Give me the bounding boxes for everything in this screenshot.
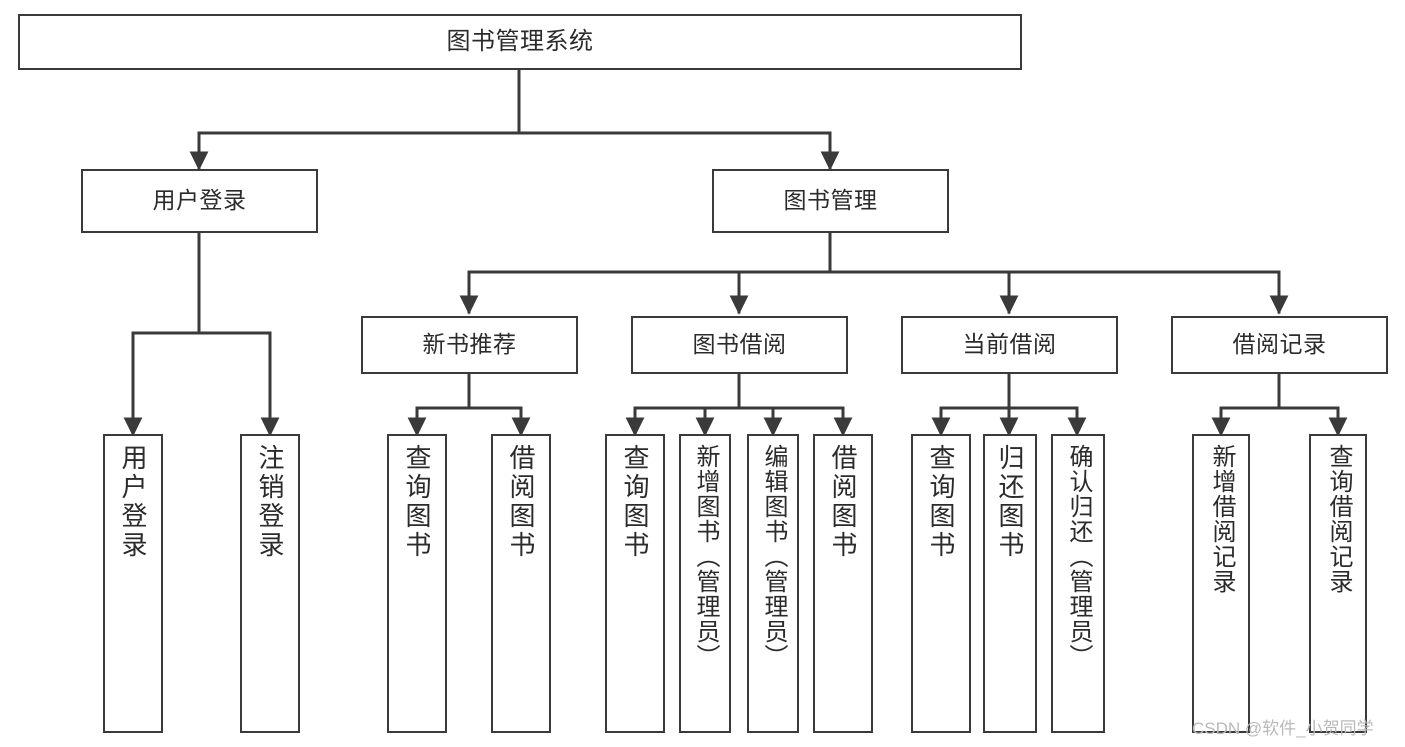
node-leaf-borrow-book-1[interactable]: 借阅图书 [491, 434, 551, 733]
node-new-book-recommend[interactable]: 新书推荐 [361, 316, 578, 374]
node-leaf-add-borrow-record[interactable]: 新增借阅记录 [1192, 434, 1250, 733]
node-borrow-record-label: 借阅记录 [1232, 331, 1327, 358]
node-leaf-confirm-return-admin[interactable]: 确认归还（管理员） [1051, 434, 1105, 733]
node-leaf-return-book-label: 归还图书 [995, 444, 1025, 560]
node-leaf-confirm-return-admin-label: 确认归还（管理员） [1065, 444, 1092, 669]
node-user-login-label: 用户登录 [152, 187, 247, 214]
node-leaf-query-book-2-label: 查询图书 [620, 444, 650, 560]
node-leaf-add-book-admin-label: 新增图书（管理员） [692, 444, 719, 669]
node-leaf-user-login[interactable]: 用户登录 [103, 434, 163, 733]
node-current-borrow-label: 当前借阅 [962, 331, 1057, 358]
node-leaf-query-borrow-record-label: 查询借阅记录 [1325, 444, 1352, 594]
node-root[interactable]: 图书管理系统 [18, 14, 1022, 70]
node-leaf-query-book-3[interactable]: 查询图书 [911, 434, 971, 733]
node-leaf-query-borrow-record[interactable]: 查询借阅记录 [1309, 434, 1367, 733]
node-leaf-query-book-1[interactable]: 查询图书 [387, 434, 447, 733]
node-new-book-recommend-label: 新书推荐 [422, 331, 517, 358]
node-book-borrow[interactable]: 图书借阅 [631, 316, 848, 374]
node-leaf-edit-book-admin-label: 编辑图书（管理员） [760, 444, 787, 669]
node-root-label: 图书管理系统 [446, 27, 594, 55]
node-leaf-return-book[interactable]: 归还图书 [983, 434, 1037, 733]
node-current-borrow[interactable]: 当前借阅 [901, 316, 1118, 374]
node-leaf-add-book-admin[interactable]: 新增图书（管理员） [679, 434, 731, 733]
node-leaf-logout-login-label: 注销登录 [255, 444, 285, 560]
node-book-borrow-label: 图书借阅 [692, 331, 787, 358]
node-leaf-borrow-book-2-label: 借阅图书 [828, 444, 858, 560]
node-leaf-borrow-book-2[interactable]: 借阅图书 [813, 434, 873, 733]
node-leaf-add-borrow-record-label: 新增借阅记录 [1208, 444, 1235, 594]
node-leaf-query-book-2[interactable]: 查询图书 [605, 434, 665, 733]
node-book-management-label: 图书管理 [783, 187, 878, 214]
node-user-login[interactable]: 用户登录 [81, 169, 318, 233]
node-leaf-query-book-3-label: 查询图书 [926, 444, 956, 560]
node-leaf-query-book-1-label: 查询图书 [402, 444, 432, 560]
node-leaf-edit-book-admin[interactable]: 编辑图书（管理员） [747, 434, 799, 733]
node-leaf-borrow-book-1-label: 借阅图书 [506, 444, 536, 560]
node-leaf-user-login-label: 用户登录 [118, 444, 148, 560]
node-book-management[interactable]: 图书管理 [712, 169, 949, 233]
csdn-watermark: CSDN @软件_小贺同学 [1192, 719, 1374, 738]
node-leaf-logout-login[interactable]: 注销登录 [240, 434, 300, 733]
node-borrow-record[interactable]: 借阅记录 [1171, 316, 1388, 374]
